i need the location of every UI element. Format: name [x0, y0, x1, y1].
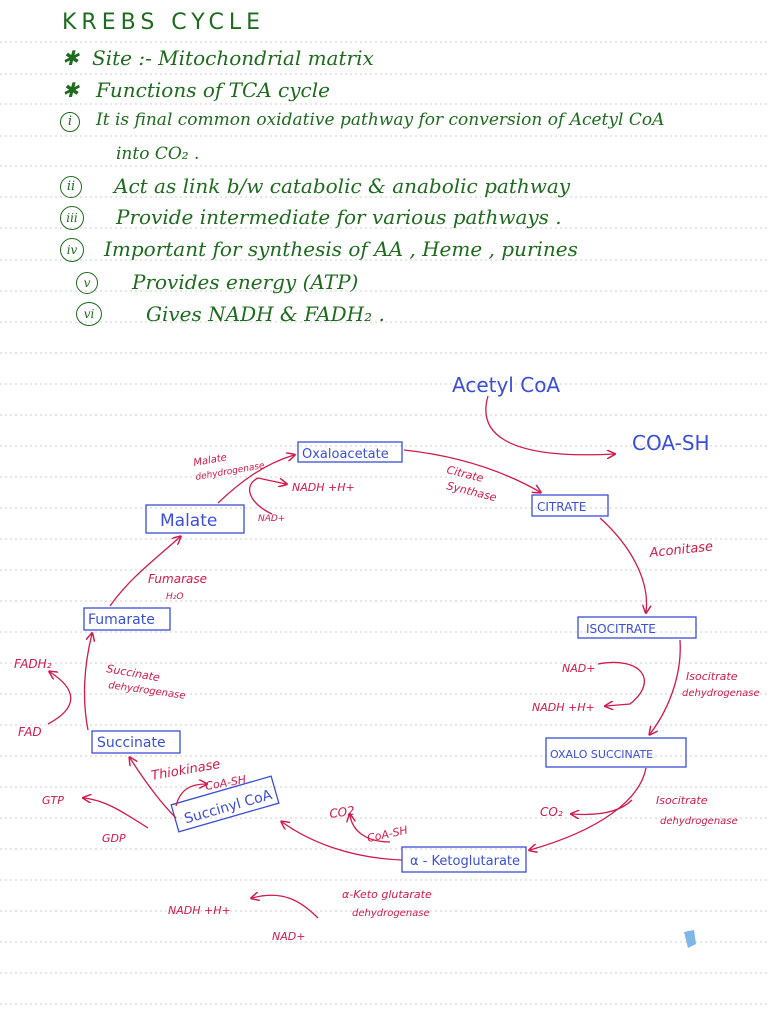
succinate-label: Succinate [97, 735, 166, 751]
akg-to-succinyl-coa-arrow [282, 822, 403, 861]
function-5-line: Provides energy (ATP) [132, 270, 359, 294]
function-number-1: i [60, 112, 80, 132]
isocitrate-dh-label-b1: Isocitrate [656, 794, 708, 807]
nadh-label-3: NADH +H+ [292, 481, 355, 494]
function-1-line-2: into CO₂ . [116, 144, 200, 164]
isocitrate-dh-label-b2: dehydrogenase [660, 816, 738, 827]
alpha-ketoglutarate-label: α - Ketoglutarate [410, 854, 520, 869]
coa-sh-label-3: CoA-SH [204, 773, 247, 793]
isocitrate-label: ISOCITRATE [586, 622, 656, 636]
co2-release-arrow-2 [350, 815, 391, 843]
oxalosuccinate-to-akg-arrow [530, 767, 647, 850]
function-number-4: iv [60, 238, 84, 262]
function-6-line: Gives NADH & FADH₂ . [146, 302, 385, 326]
site-line: Site :- Mitochondrial matrix [92, 46, 374, 70]
citrate-synthase-arrow [403, 449, 540, 492]
akg-dh-cofactor-arrow [252, 895, 319, 919]
malate-dh-label-1: Malate [193, 452, 228, 469]
sdh-label-2: dehydrogenase [108, 680, 186, 702]
citrate-synthase-label-2: Synthase [445, 479, 498, 504]
function-4-line: Important for synthesis of AA , Heme , p… [104, 237, 578, 261]
function-3-line: Provide intermediate for various pathway… [116, 205, 562, 229]
co2-release-arrow-1 [572, 799, 633, 814]
aconitase-label: Aconitase [648, 539, 714, 561]
akg-dh-label-1: α-Keto glutarate [342, 888, 432, 901]
fad-to-fadh2-arrow [48, 672, 72, 725]
isocitrate-box [577, 616, 697, 639]
isocitrate-to-oxalosuccinate-arrow [650, 639, 681, 734]
page-title: KREBS CYCLE [62, 10, 266, 35]
function-number-2: ii [60, 176, 82, 198]
malate-label: Malate [160, 511, 217, 531]
oxalosuccinate-box [545, 737, 687, 768]
fadh2-label: FADH₂ [14, 657, 52, 671]
akg-dh-label-2: dehydrogenase [352, 908, 430, 919]
gtp-label: GTP [42, 794, 64, 807]
acetyl-coa-label: Acetyl CoA [452, 373, 560, 397]
function-2-line: Act as link b/w catabolic & anabolic pat… [114, 174, 571, 198]
gdp-label: GDP [102, 832, 126, 845]
fumarase-label: Fumarase [148, 572, 207, 586]
succinate-box [91, 730, 181, 754]
isocitrate-dh-label-a1: Isocitrate [686, 670, 738, 683]
co2-label-1: CO₂ [540, 805, 563, 819]
isocitrate-dh-label-a2: dehydrogenase [682, 688, 760, 699]
nad-plus-label-1: NAD+ [562, 662, 595, 675]
coa-sh-label: COA-SH [632, 431, 710, 455]
site-bullet-icon: ✱ [62, 46, 79, 70]
fumarate-to-malate-arrow [109, 537, 180, 607]
thiokinase-coa-arrow [175, 784, 206, 807]
function-number-5: v [76, 272, 98, 294]
gdp-to-gtp-arrow [84, 798, 149, 829]
oxalosuccinate-label: OXALO SUCCINATE [550, 748, 653, 761]
co2-label-2: CO2 [328, 804, 355, 821]
succinate-to-fumarate-arrow [83, 634, 92, 731]
malate-dh-cofactor-arrow [248, 477, 286, 515]
function-1-line-1: It is final common oxidative pathway for… [96, 110, 665, 130]
succinyl-coa-box [170, 775, 280, 833]
nad-plus-label-3: NAD+ [258, 514, 285, 524]
nad-plus-label-2: NAD+ [272, 930, 305, 943]
citrate-label: CITRATE [537, 500, 586, 514]
ink-smudge [684, 930, 696, 948]
functions-bullet-icon: ✱ [62, 78, 79, 102]
aconitase-arrow [599, 517, 647, 612]
succinyl-coa-label: Succinyl CoA [183, 787, 275, 827]
fad-label: FAD [18, 725, 42, 739]
nadh-label-2: NADH +H+ [168, 904, 231, 917]
citrate-box [531, 494, 609, 517]
oxaloacetate-box [297, 441, 403, 463]
fumarate-label: Fumarate [88, 612, 155, 628]
succinyl-coa-to-succinate-arrow [130, 758, 177, 819]
functions-heading: Functions of TCA cycle [96, 78, 330, 102]
nadh-label-1: NADH +H+ [532, 701, 595, 714]
oxaloacetate-label: Oxaloacetate [302, 447, 389, 462]
function-number-6: vi [76, 302, 102, 326]
malate-box [145, 504, 245, 534]
malate-to-oxaloacetate-arrow [217, 455, 294, 504]
function-number-3: iii [60, 206, 84, 230]
water-label: H₂O [166, 592, 183, 602]
acetyl-coa-entry-arrow [485, 395, 614, 455]
isocitrate-dh-cofactor-arrow [597, 661, 645, 706]
fumarate-box [83, 607, 171, 631]
